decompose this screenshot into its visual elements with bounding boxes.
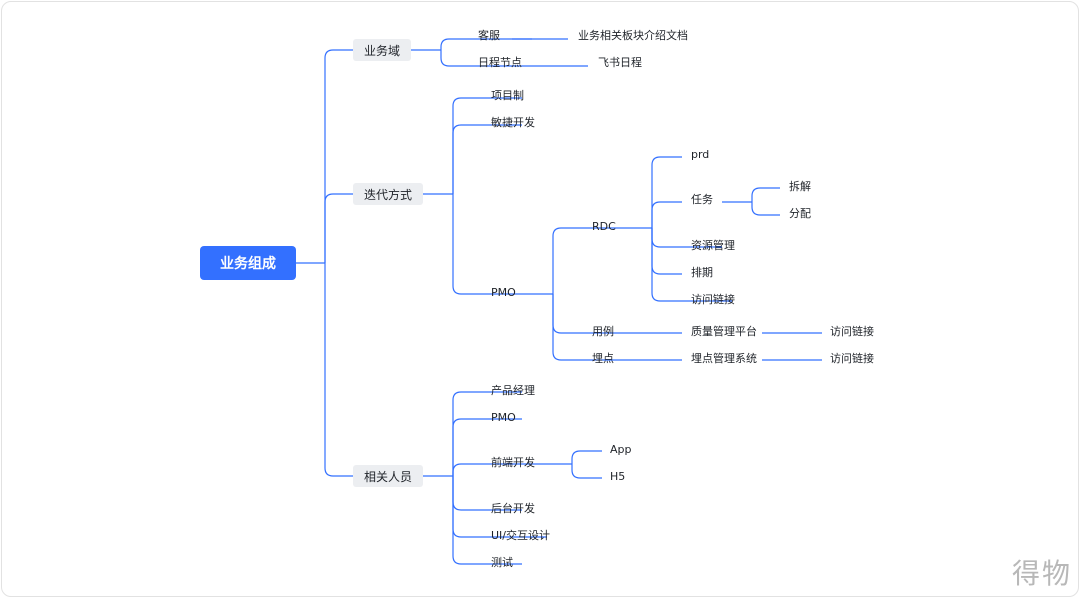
node-intro-doc[interactable]: 业务相关板块介绍文档 xyxy=(578,29,688,42)
node-app[interactable]: App xyxy=(610,443,632,456)
pmo-branch-link-0 xyxy=(552,227,622,294)
node-testing[interactable]: 测试 xyxy=(491,556,513,569)
node-people-pmo[interactable]: PMO xyxy=(491,411,516,424)
node-product-manager[interactable]: 产品经理 xyxy=(491,384,535,397)
rdc-branch-link-0 xyxy=(651,156,682,228)
root-branch-link-0 xyxy=(324,49,353,263)
node-tracking-access-link[interactable]: 访问链接 xyxy=(830,352,874,365)
people-branch-link-0 xyxy=(452,391,522,476)
iteration-branch-link-0 xyxy=(452,97,522,194)
node-iteration-method[interactable]: 迭代方式 xyxy=(353,183,423,205)
pmo-branch-link-2 xyxy=(552,294,622,361)
node-rdc-access-link[interactable]: 访问链接 xyxy=(691,293,735,306)
node-pmo[interactable]: PMO xyxy=(491,286,516,299)
task-branch-link-0 xyxy=(751,187,780,202)
node-project-based[interactable]: 项目制 xyxy=(491,89,524,102)
node-related-people[interactable]: 相关人员 xyxy=(353,465,423,487)
node-feishu-calendar[interactable]: 飞书日程 xyxy=(598,56,642,69)
domain-branch-link-0 xyxy=(440,38,532,50)
people-branch-link-2 xyxy=(452,463,542,476)
watermark-logo: 得物 xyxy=(1011,557,1072,590)
rdc-branch-link-3 xyxy=(651,228,682,275)
domain-branch-link-1 xyxy=(440,50,532,67)
node-usecase-access-link[interactable]: 访问链接 xyxy=(830,325,874,338)
rdc-branch-link-1 xyxy=(651,201,682,228)
root-branch-link-2 xyxy=(324,263,353,477)
node-agile-dev[interactable]: 敏捷开发 xyxy=(491,116,535,129)
rdc-branch-link-4 xyxy=(651,228,732,302)
people-branch-link-1 xyxy=(452,418,522,476)
node-prd[interactable]: prd xyxy=(691,148,710,161)
task-branch-link-1 xyxy=(751,202,780,216)
node-schedule-node[interactable]: 日程节点 xyxy=(478,56,522,69)
node-task[interactable]: 任务 xyxy=(691,193,713,206)
node-tracking[interactable]: 埋点 xyxy=(592,352,614,365)
node-scheduling[interactable]: 排期 xyxy=(691,266,713,279)
node-backend-dev[interactable]: 后台开发 xyxy=(491,502,535,515)
node-assign[interactable]: 分配 xyxy=(789,207,811,220)
node-use-case[interactable]: 用例 xyxy=(592,325,614,338)
node-ui-design[interactable]: UI/交互设计 xyxy=(491,529,551,542)
node-quality-platform[interactable]: 质量管理平台 xyxy=(691,325,757,338)
root-node[interactable]: 业务组成 xyxy=(200,246,296,280)
node-breakdown[interactable]: 拆解 xyxy=(789,180,811,193)
node-h5[interactable]: H5 xyxy=(610,470,626,483)
node-customer-service[interactable]: 客服 xyxy=(478,29,500,42)
frontend-branch-link-0 xyxy=(571,450,602,464)
iteration-branch-link-1 xyxy=(452,124,522,194)
node-rdc[interactable]: RDC xyxy=(592,220,616,233)
root-branch-link-1 xyxy=(324,193,353,263)
node-tracking-system[interactable]: 埋点管理系统 xyxy=(691,352,757,365)
iteration-branch-link-2 xyxy=(452,194,522,295)
node-frontend-dev[interactable]: 前端开发 xyxy=(491,456,535,469)
node-business-domain[interactable]: 业务域 xyxy=(353,39,411,61)
node-resource-mgmt[interactable]: 资源管理 xyxy=(691,239,735,252)
frontend-branch-link-1 xyxy=(571,464,602,479)
people-branch-link-5 xyxy=(452,476,522,565)
